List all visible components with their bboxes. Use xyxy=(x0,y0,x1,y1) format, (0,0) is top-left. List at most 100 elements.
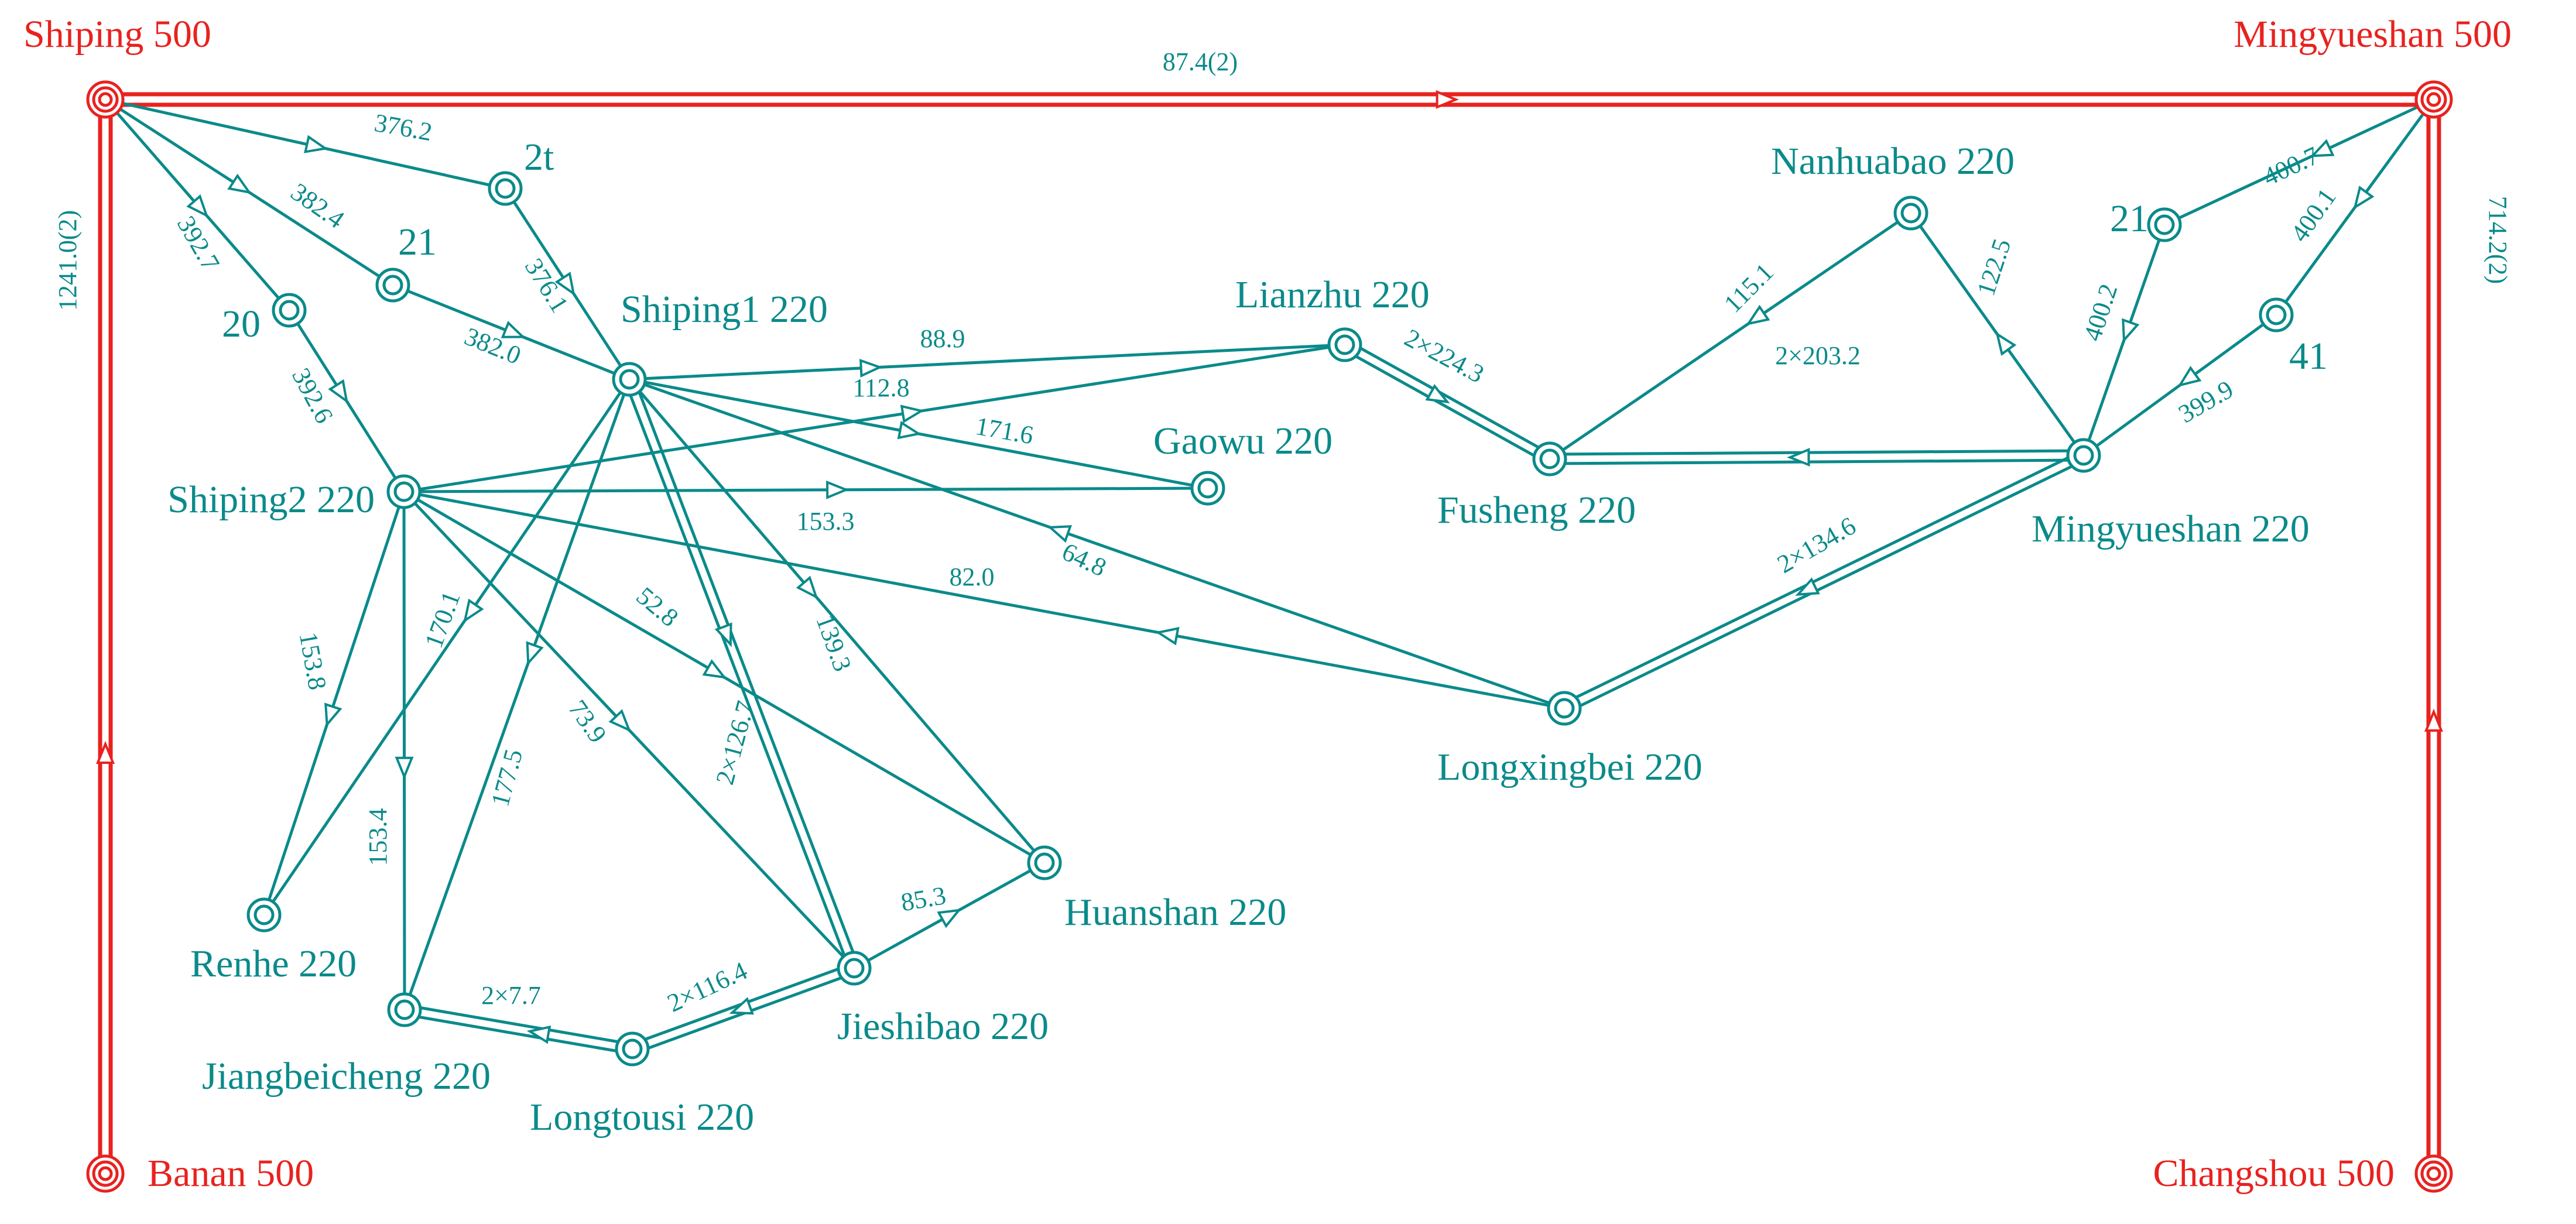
flow-arrow-icon xyxy=(463,598,484,623)
node-shiping2[interactable] xyxy=(386,474,422,509)
line-jieshibao-huanshan[interactable] xyxy=(853,861,1046,970)
node-shiping500[interactable] xyxy=(86,80,125,119)
node-mingyueshan500[interactable] xyxy=(2414,80,2453,119)
node-mingyueshan220[interactable] xyxy=(2066,438,2101,473)
node-label: 21 xyxy=(398,221,437,263)
flow-arrow-icon xyxy=(303,135,328,153)
line-shiping1-renhe[interactable] xyxy=(262,378,631,916)
node-nanhuabao[interactable] xyxy=(1893,196,1928,231)
line-flow-label: 82.0 xyxy=(950,563,995,591)
node-shiping1[interactable] xyxy=(612,362,647,397)
flow-arrow-icon xyxy=(227,173,252,194)
line-shiping1-jiangbeicheng[interactable] xyxy=(403,379,631,1010)
flow-arrow-icon xyxy=(1995,331,2017,356)
node-t21b[interactable] xyxy=(2147,207,2182,242)
line-mingyueshan220-fusheng[interactable] xyxy=(1549,448,2084,467)
substation-220-icon xyxy=(837,951,872,986)
substation-220-icon xyxy=(1327,327,1362,362)
node-lianzhu[interactable] xyxy=(1327,327,1362,362)
line-shiping1-gaowu[interactable] xyxy=(629,378,1208,490)
line-stroke xyxy=(1549,211,1912,461)
node-gaowu[interactable] xyxy=(1190,471,1225,506)
node-label: Nanhuabao 220 xyxy=(1771,140,2015,183)
substation-ring xyxy=(2420,1160,2447,1187)
node-renhe[interactable] xyxy=(246,897,282,932)
line-41-mingyueshan220[interactable] xyxy=(2082,313,2277,457)
node-longxingbei[interactable] xyxy=(1547,691,1582,726)
line-m500-41[interactable] xyxy=(2274,98,2435,316)
line-changshou500-mingyueshan500[interactable] xyxy=(2424,100,2443,1174)
node-t20[interactable] xyxy=(272,293,307,328)
substation-ring xyxy=(622,1038,643,1060)
node-label: Banan 500 xyxy=(148,1152,314,1195)
line-shiping1-lianzhu[interactable] xyxy=(629,343,1345,381)
line-s500-21[interactable] xyxy=(104,98,394,287)
line-shiping2-renhe[interactable] xyxy=(262,491,406,916)
node-changshou500[interactable] xyxy=(2414,1154,2453,1193)
substation-ring xyxy=(254,904,275,925)
substation-220-icon xyxy=(1547,691,1582,726)
line-shiping2-gaowu[interactable] xyxy=(403,480,1208,499)
node-huanshan[interactable] xyxy=(1027,845,1062,880)
node-label: Lianzhu 220 xyxy=(1235,273,1430,316)
node-jieshibao[interactable] xyxy=(837,951,872,986)
line-shiping1-jieshibao[interactable] xyxy=(624,377,860,971)
line-stroke xyxy=(262,491,406,916)
line-shiping1-huanshan[interactable] xyxy=(628,378,1046,864)
line-21-shiping1[interactable] xyxy=(392,283,630,381)
line-21-mingyueshan220[interactable] xyxy=(2082,224,2166,456)
line-shiping500-mingyueshan500[interactable] xyxy=(105,90,2434,109)
node-label: 41 xyxy=(2289,335,2328,378)
substation-ring xyxy=(92,86,119,113)
node-t21a[interactable] xyxy=(375,268,410,303)
substation-ring xyxy=(393,481,415,502)
line-shiping2-jiangbeicheng[interactable] xyxy=(395,491,414,1010)
node-jiangbeicheng[interactable] xyxy=(387,992,422,1027)
line-m500-21[interactable] xyxy=(2163,98,2435,227)
line-lianzhu-fusheng[interactable] xyxy=(1341,339,1553,465)
line-longxingbei-shiping1[interactable] xyxy=(629,378,1565,710)
line-20-shiping2[interactable] xyxy=(287,309,406,493)
line-flow-label: 392.7 xyxy=(172,211,225,276)
line-s500-2t[interactable] xyxy=(105,98,506,190)
node-label: Mingyueshan 220 xyxy=(2032,508,2310,550)
node-label: Renhe 220 xyxy=(190,942,357,985)
substation-ring xyxy=(495,178,516,199)
substation-220-icon xyxy=(488,171,523,206)
line-flow-label: 392.6 xyxy=(286,364,339,428)
node-t41[interactable] xyxy=(2259,297,2294,332)
line-shiping2-huanshan[interactable] xyxy=(403,490,1046,865)
line-flow-label: 2×7.7 xyxy=(481,981,541,1010)
flow-arrow-icon xyxy=(729,997,754,1015)
line-banan500-shiping500[interactable] xyxy=(96,100,115,1174)
substation-ring xyxy=(2154,214,2175,235)
node-fusheng[interactable] xyxy=(1532,441,1567,476)
node-label: Jieshibao 220 xyxy=(837,1005,1049,1048)
line-longxingbei-shiping2[interactable] xyxy=(403,490,1565,710)
substation-220-icon xyxy=(1893,196,1928,231)
line-mingyueshan220-nanhuabao[interactable] xyxy=(1909,212,2085,457)
line-flow-label: 2×126.7 xyxy=(710,698,760,788)
node-label: Jiangbeicheng 220 xyxy=(202,1055,491,1098)
line-flow-label: 376.2 xyxy=(372,108,434,146)
substation-220-icon xyxy=(246,897,282,932)
line-shiping2-lianzhu[interactable] xyxy=(403,343,1345,493)
substation-ring xyxy=(1900,203,1921,224)
node-t2t[interactable] xyxy=(488,171,523,206)
node-banan500[interactable] xyxy=(86,1154,125,1193)
node-longtousi[interactable] xyxy=(615,1031,650,1067)
line-mingyueshan220-longxingbei[interactable] xyxy=(1561,450,2087,714)
line-jieshibao-longtousi[interactable] xyxy=(630,962,857,1055)
line-s500-20[interactable] xyxy=(104,98,290,311)
line-stroke xyxy=(402,491,406,1010)
label-layer: 87.4(2)1241.0(2)714.2(2)376.2376.1382.43… xyxy=(23,13,2512,1195)
line-longtousi-jiangbeicheng[interactable] xyxy=(403,1003,633,1055)
line-nanhuabao-fusheng[interactable] xyxy=(1549,211,1912,461)
line-2t-shiping1[interactable] xyxy=(503,187,631,380)
flow-arrow-icon xyxy=(2177,366,2202,388)
line-stroke xyxy=(105,98,506,190)
line-shiping2-jieshibao[interactable] xyxy=(403,491,855,969)
line-stroke xyxy=(628,378,1046,864)
line-flow-label: 400.2 xyxy=(2078,280,2123,344)
substation-ring xyxy=(92,1160,119,1187)
